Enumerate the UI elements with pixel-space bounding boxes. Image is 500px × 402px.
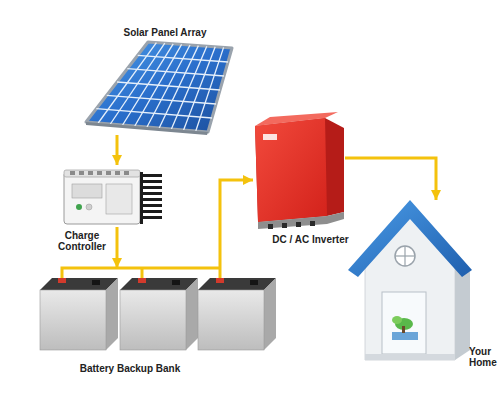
solar-panel-drawing [147,45,190,127]
component-label: Solar Panel Array [100,27,230,38]
battery-drawing [264,278,276,350]
charge-controller-drawing [72,184,102,198]
charge-controller-drawing [140,192,162,195]
house-drawing [402,326,405,333]
inverter-drawing [282,223,287,228]
charge-controller-drawing [124,171,129,175]
inverter-drawing [268,221,315,229]
battery-drawing [198,278,276,290]
inverter-drawing [255,112,344,229]
battery-drawing [40,278,118,350]
solar-panel-drawing [135,44,182,126]
solar-panel-drawing [86,122,208,135]
charge-controller-drawing [64,170,140,177]
battery-drawing [58,278,66,283]
inverter-drawing [310,221,315,226]
house-drawing [392,316,402,324]
component-label: Battery Backup Bank [40,363,220,374]
battery-drawing [198,278,276,350]
battery-drawing [40,278,118,290]
flow-arrow [116,135,119,165]
battery-drawing [120,290,186,350]
house: Your Home [350,200,472,362]
inverter-drawing [255,118,327,222]
component-label: DC / AC Inverter [253,234,368,245]
house-drawing [395,246,415,266]
house-drawing [348,200,472,360]
charge-controller-drawing [79,171,84,175]
inverter-drawing [255,112,338,126]
solar-panel-drawing [159,46,198,128]
battery-drawing [250,280,258,285]
charge-controller-drawing [97,171,102,175]
house-drawing [455,262,470,360]
flow-arrow [220,180,253,268]
charge-controller-drawing [140,172,143,224]
battery-bank: Battery Backup Bank [40,268,276,352]
charge-controller-drawing [115,171,120,175]
battery-drawing [138,278,146,283]
inverter-drawing [263,134,277,140]
battery-drawing [106,278,118,350]
charge-controller-drawing [86,204,92,210]
solar-panel-drawing [110,43,164,124]
charge-controller-drawing [70,171,75,175]
solar-panel-drawing [96,43,228,131]
solar-panel: Solar Panel Array [86,42,232,132]
component-label: Charge Controller [54,230,110,252]
charge-controller-drawing [140,186,162,189]
charge-controller-drawing [76,204,82,210]
solar-panel-drawing [86,42,232,132]
charge-controller-drawing [140,210,162,213]
inverter-drawing [255,118,344,222]
flow-arrow [345,158,436,200]
charge-controller-drawing [140,180,162,183]
solar-panel-drawing [98,43,156,123]
charge-controller: Charge Controller [62,165,162,227]
solar-panel-drawing [86,42,232,135]
component-label: Your Home [469,346,500,368]
house-drawing [348,200,472,277]
charge-controller-drawing [140,204,162,207]
house-drawing [365,354,455,360]
battery-drawing [186,278,198,350]
battery-drawing [92,280,100,285]
charge-controller-drawing [64,172,140,224]
flow-arrow [116,227,119,268]
charge-controller-drawing [106,184,132,214]
battery-drawing [40,290,106,350]
charge-controller-drawing [64,170,162,224]
battery-drawing [120,278,198,350]
charge-controller-drawing [140,216,162,219]
charge-controller-drawing [140,174,162,177]
charge-controller-drawing [70,171,129,175]
battery-drawing [216,278,224,283]
inverter-drawing [258,212,344,229]
house-drawing [395,255,415,256]
charge-controller-drawing [140,198,162,201]
solar-panel-drawing [123,44,174,125]
solar-panel-drawing [196,47,224,131]
charge-controller-drawing [106,171,111,175]
battery-drawing [120,278,198,290]
inverter: DC / AC Inverter [253,115,345,225]
battery-drawing [198,290,264,350]
house-drawing [392,332,418,340]
inverter-drawing [296,222,301,227]
charge-controller-drawing [88,171,93,175]
charge-controller-drawing [140,172,162,224]
inverter-drawing [268,224,273,229]
house-drawing [382,292,426,354]
battery-drawing [172,280,180,285]
